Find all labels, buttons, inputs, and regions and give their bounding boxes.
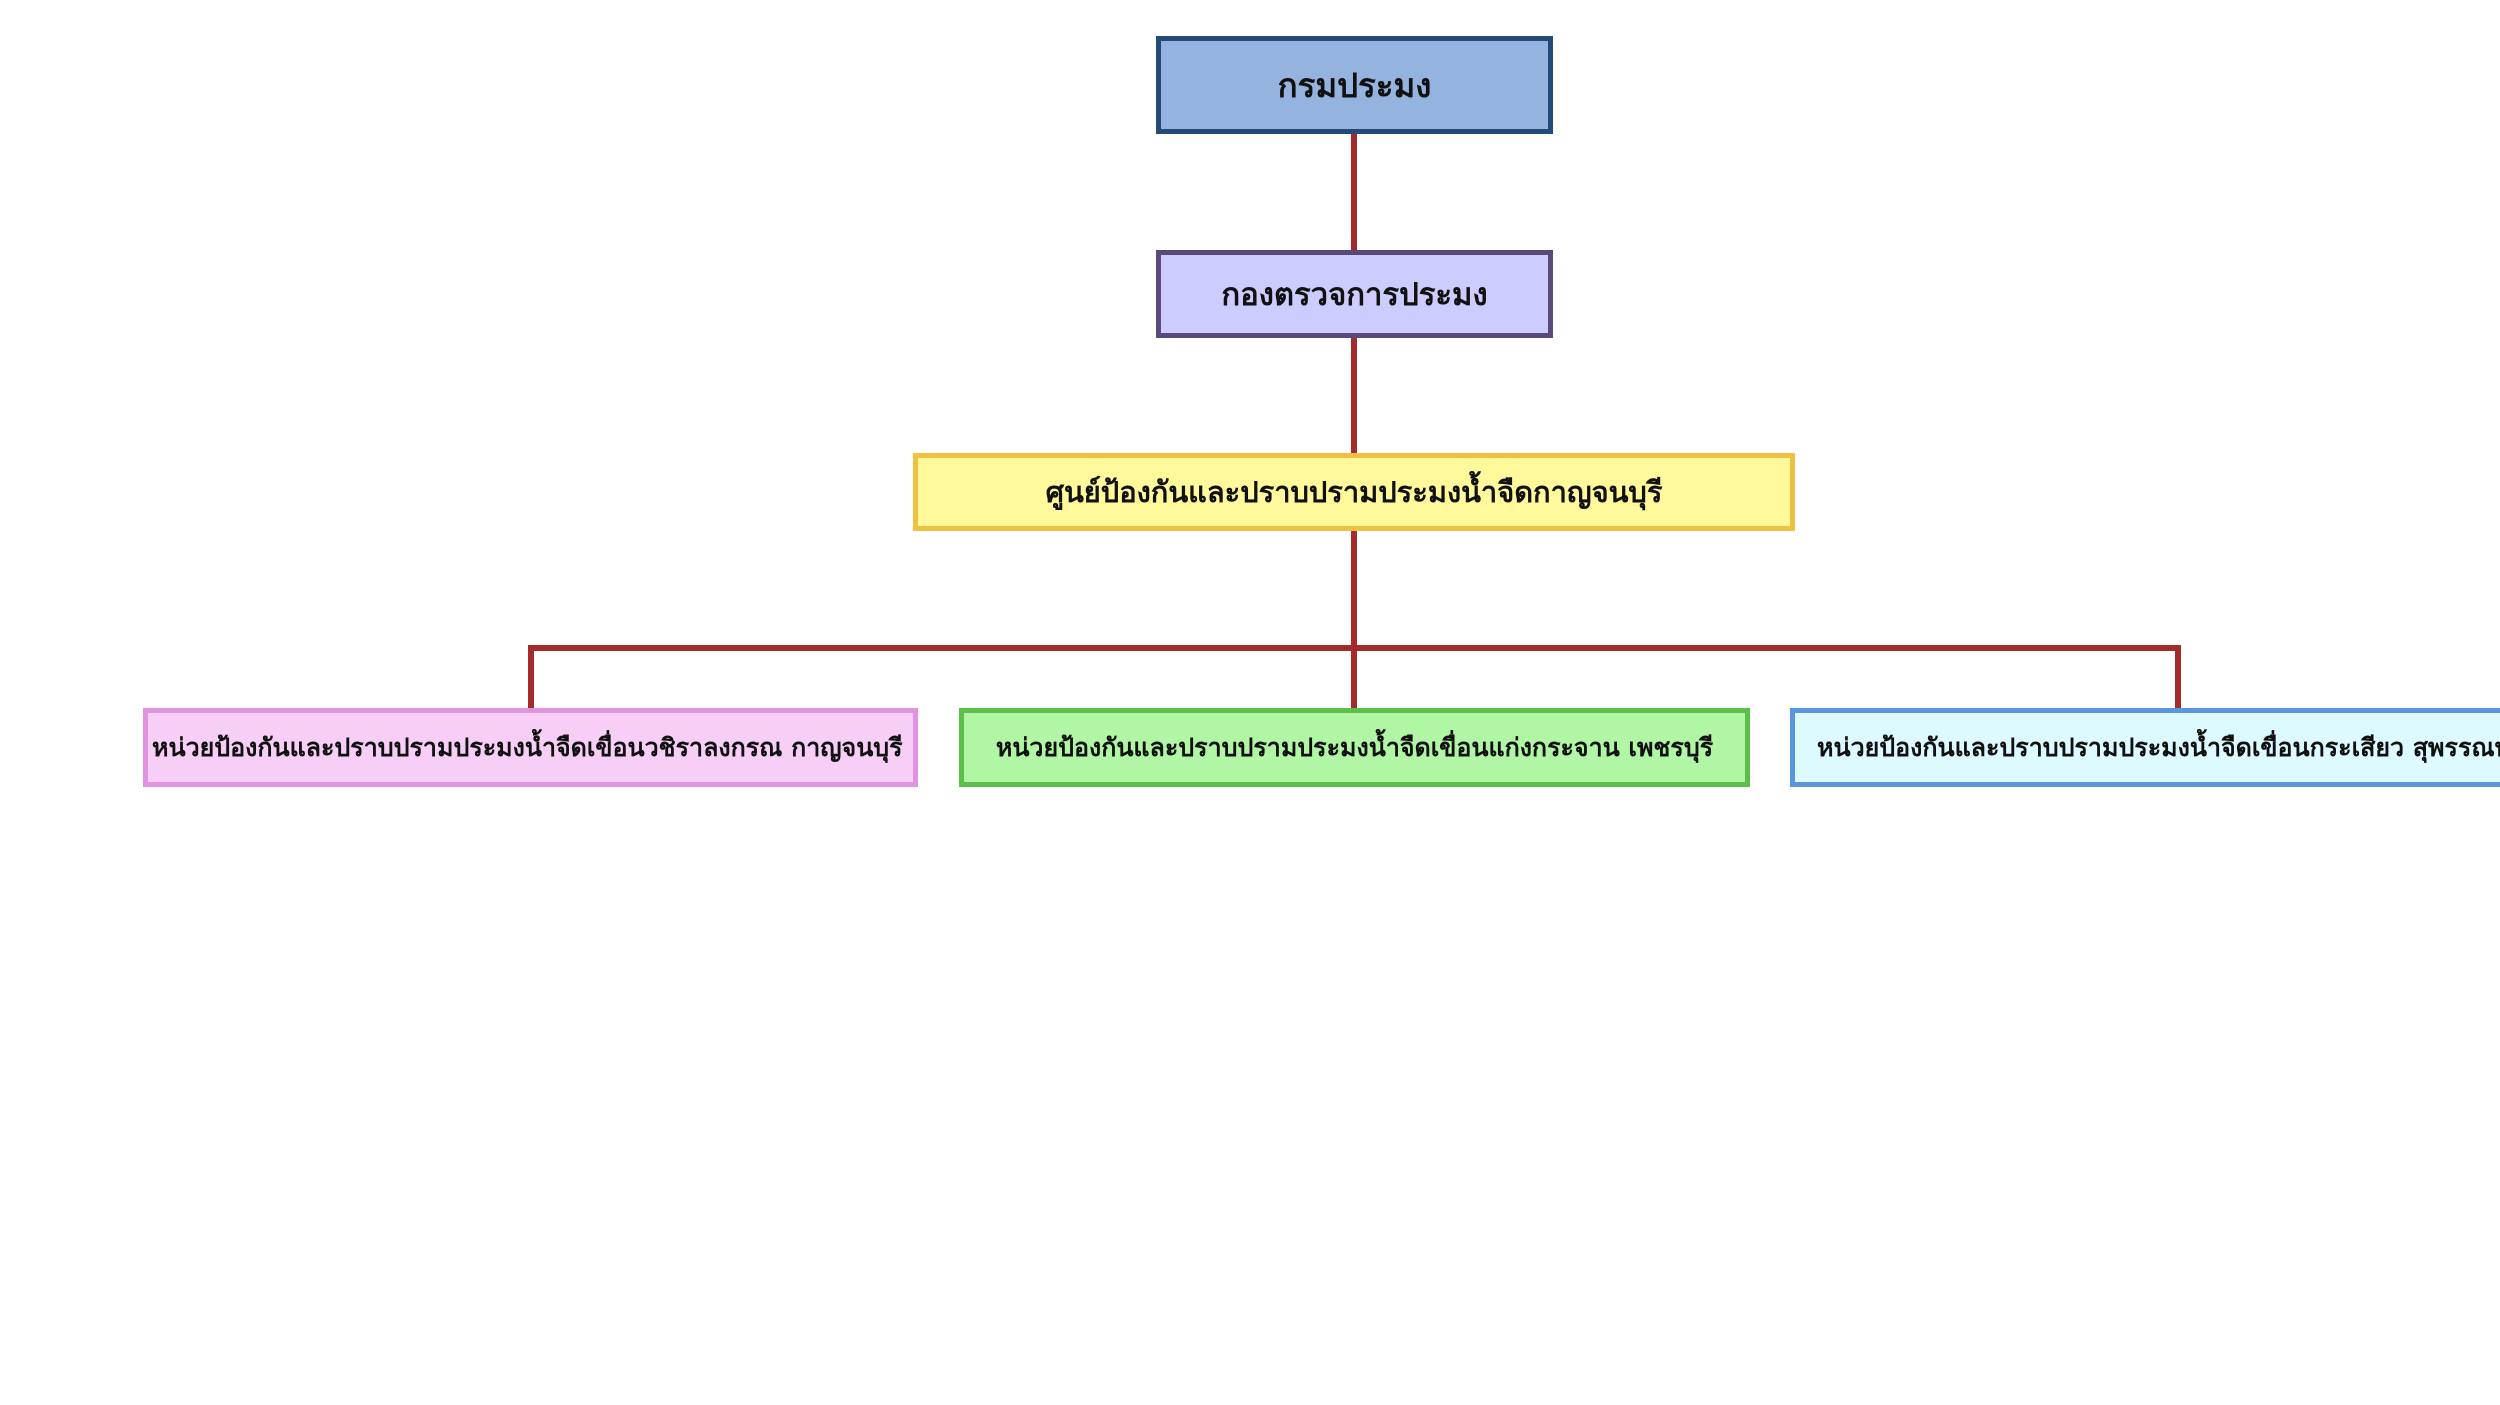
node-unit-kaeng-krachan-dam: หน่วยป้องกันและปราบปรามประมงน้ำจืดเขื่อน… [959,708,1750,787]
connector-root-division [1351,134,1357,250]
node-kanchanaburi-center: ศูนย์ป้องกันและปราบปรามประมงน้ำจืดกาญจนบ… [913,453,1795,531]
connector-unit-1-drop [528,645,534,708]
node-label: กองตรวจการประมง [1221,277,1488,313]
node-unit-vajiralongkorn-dam: หน่วยป้องกันและปราบปรามประมงน้ำจืดเขื่อน… [143,708,918,787]
node-label: กรมประมง [1277,65,1432,105]
node-fisheries-inspection-division: กองตรวจการประมง [1156,250,1553,338]
connector-units-bar [528,645,2181,651]
connector-center-trunk [1351,531,1357,708]
connector-division-center [1351,338,1357,453]
node-label: หน่วยป้องกันและปราบปรามประมงน้ำจืดเขื่อน… [1817,732,2500,762]
node-department-of-fisheries: กรมประมง [1156,36,1553,134]
node-unit-krasiao-dam: หน่วยป้องกันและปราบปรามประมงน้ำจืดเขื่อน… [1790,708,2500,787]
connector-unit-3-drop [2175,645,2181,708]
node-label: หน่วยป้องกันและปราบปรามประมงน้ำจืดเขื่อน… [152,732,903,762]
node-label: ศูนย์ป้องกันและปราบปรามประมงน้ำจืดกาญจนบ… [1045,475,1663,509]
node-label: หน่วยป้องกันและปราบปรามประมงน้ำจืดเขื่อน… [995,732,1714,762]
